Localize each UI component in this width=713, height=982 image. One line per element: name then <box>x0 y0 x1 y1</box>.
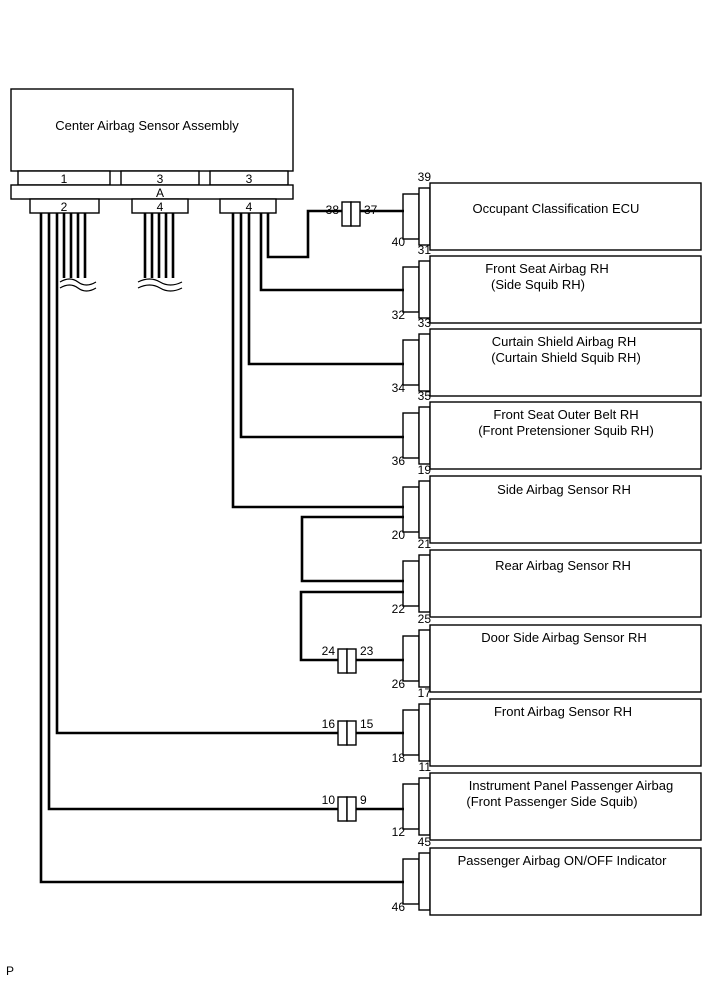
component-title: Door Side Airbag Sensor RH <box>481 630 646 645</box>
pin-number: 34 <box>392 381 406 395</box>
component-instrument-panel-passenger-airbag: 11 12 Instrument Panel Passenger Airbag(Fr… <box>392 760 702 841</box>
lower-pin-3: 4 <box>246 200 253 214</box>
pin-number: 33 <box>418 316 432 330</box>
component-title: Front Seat Outer Belt RH <box>493 407 638 422</box>
component-front-seat-outer-belt-rh: 35 36 Front Seat Outer Belt RH(Front Prete… <box>392 389 702 470</box>
component-title: Rear Airbag Sensor RH <box>495 558 631 573</box>
pin-number: 19 <box>418 463 432 477</box>
junction-pin-9: 9 <box>360 793 367 807</box>
truncated-wire-bundles <box>59 213 183 292</box>
pin-number: 22 <box>392 602 406 616</box>
pin-number: 40 <box>392 235 406 249</box>
upper-pin-2: 3 <box>157 172 164 186</box>
lower-pin-2: 4 <box>157 200 164 214</box>
component-subtitle: (Curtain Shield Squib RH) <box>491 350 641 365</box>
component-rear-airbag-sensor-rh: 21 22 Rear Airbag Sensor RH <box>392 537 702 618</box>
connector-letter: A <box>156 186 164 200</box>
pin-number: 31 <box>418 243 432 257</box>
center-airbag-sensor-assembly: Center Airbag Sensor Assembly 1 3 3 A 2 … <box>10 88 294 214</box>
junction-connectors: 38 37 24 23 16 15 10 9 <box>322 201 378 822</box>
pin-number: 36 <box>392 454 406 468</box>
pin-number: 11 <box>419 760 432 774</box>
upper-pin-1: 1 <box>61 172 68 186</box>
component-subtitle: (Front Passenger Side Squib) <box>466 794 637 809</box>
pin-number: 20 <box>392 528 406 542</box>
junction-pin-38: 38 <box>326 203 340 217</box>
pin-number: 18 <box>392 751 406 765</box>
component-subtitle: (Side Squib RH) <box>491 277 585 292</box>
pin-number: 45 <box>418 835 432 849</box>
component-passenger-airbag-on-off-indicator: 45 46 Passenger Airbag ON/OFF Indicator <box>392 835 702 916</box>
upper-pin-3: 3 <box>246 172 253 186</box>
assembly-title: Center Airbag Sensor Assembly <box>55 118 239 133</box>
component-title: Front Airbag Sensor RH <box>494 704 632 719</box>
component-title: Passenger Airbag ON/OFF Indicator <box>458 853 667 868</box>
component-title: Instrument Panel Passenger Airbag <box>469 778 674 793</box>
pin-number: 32 <box>392 308 406 322</box>
wires <box>39 209 404 884</box>
pin-number: 26 <box>392 677 406 691</box>
pin-number: 17 <box>418 686 432 700</box>
junction-pin-16: 16 <box>322 717 336 731</box>
component-subtitle: (Front Pretensioner Squib RH) <box>478 423 654 438</box>
junction-pin-15: 15 <box>360 717 374 731</box>
component-title: Occupant Classification ECU <box>473 201 640 216</box>
pin-number: 21 <box>418 537 432 551</box>
pin-number: 35 <box>418 389 432 403</box>
component-front-airbag-sensor-rh: 17 18 Front Airbag Sensor RH <box>392 686 702 767</box>
pin-number: 12 <box>392 825 406 839</box>
footer-code: P <box>6 964 14 978</box>
component-title: Curtain Shield Airbag RH <box>492 334 637 349</box>
pin-number: 25 <box>418 612 432 626</box>
pin-number: 39 <box>418 170 432 184</box>
junction-pin-24: 24 <box>322 644 336 658</box>
component-title: Side Airbag Sensor RH <box>497 482 631 497</box>
component-side-airbag-sensor-rh: 19 20 Side Airbag Sensor RH <box>392 463 702 544</box>
component-front-seat-airbag-rh: 31 32 Front Seat Airbag RH(Side Squib RH) <box>392 243 702 324</box>
component-occupant-classification-ecu: 39 40 Occupant Classification ECU <box>392 170 702 251</box>
component-curtain-shield-airbag-rh: 33 34 Curtain Shield Airbag RH(Curtain Shi… <box>392 316 702 397</box>
component-door-side-airbag-sensor-rh: 25 26 Door Side Airbag Sensor RH <box>392 612 702 693</box>
lower-pin-1: 2 <box>61 200 68 214</box>
pin-number: 46 <box>392 900 406 914</box>
component-title: Front Seat Airbag RH <box>485 261 609 276</box>
junction-pin-23: 23 <box>360 644 374 658</box>
junction-pin-37: 37 <box>364 203 378 217</box>
junction-pin-10: 10 <box>322 793 336 807</box>
